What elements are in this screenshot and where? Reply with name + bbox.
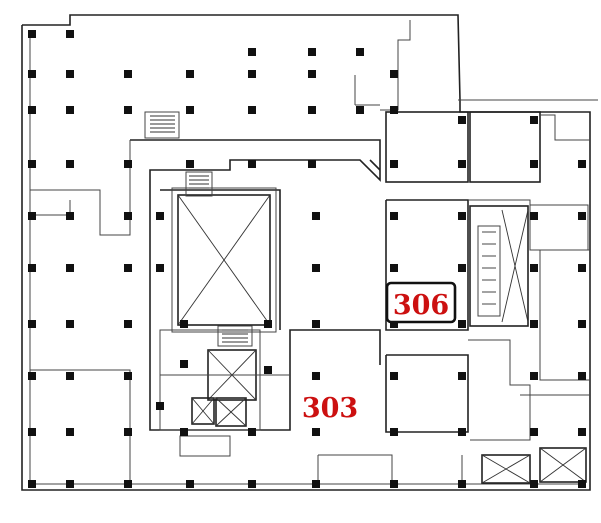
core-walls (130, 139, 381, 457)
structural-columns (28, 30, 586, 488)
room-number-303: 303 (302, 393, 358, 424)
room-number-306: 306 (393, 290, 449, 321)
room-label-306: 306 (385, 281, 457, 324)
room-label-303: 303 (298, 390, 362, 424)
stairs (144, 111, 501, 347)
elevator-shaft-main (177, 194, 271, 326)
